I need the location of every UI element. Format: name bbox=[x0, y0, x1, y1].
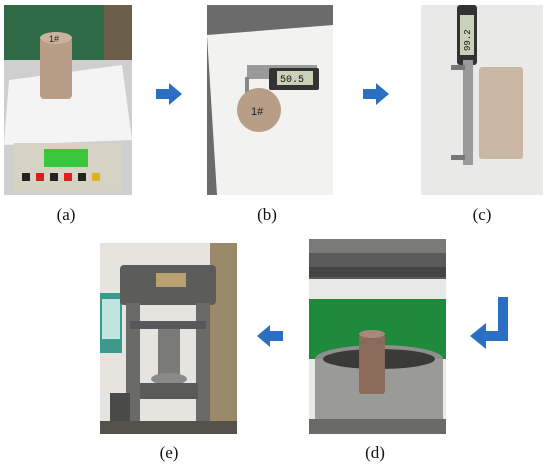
svg-text:1#: 1# bbox=[251, 106, 264, 118]
photo-e-machine bbox=[100, 243, 237, 434]
svg-text:1#: 1# bbox=[49, 34, 59, 44]
photo-d-loading bbox=[309, 239, 446, 434]
caption-b: (b) bbox=[257, 205, 277, 224]
arrow-left-icon bbox=[257, 325, 283, 347]
caption-d: (d) bbox=[365, 443, 385, 462]
diameter-scene: 50.5 1# bbox=[207, 5, 333, 195]
photo-a-weighing: 1# bbox=[4, 5, 132, 195]
photo-c-height: 99.2 bbox=[421, 5, 543, 195]
height-scene: 99.2 bbox=[421, 5, 543, 195]
weighing-scene: 1# bbox=[4, 5, 132, 195]
caption-a: (a) bbox=[56, 205, 76, 224]
caption-c: (c) bbox=[472, 205, 492, 224]
machine-scene bbox=[100, 243, 237, 434]
arrow-right-icon bbox=[363, 83, 389, 105]
svg-text:99.2: 99.2 bbox=[463, 29, 473, 51]
photo-b-diameter: 50.5 1# bbox=[207, 5, 333, 195]
caption-e: (e) bbox=[159, 443, 179, 462]
turn-arrow-icon bbox=[470, 297, 508, 349]
arrow-right-icon bbox=[156, 83, 182, 105]
loading-scene bbox=[309, 239, 446, 434]
svg-text:50.5: 50.5 bbox=[280, 75, 304, 86]
